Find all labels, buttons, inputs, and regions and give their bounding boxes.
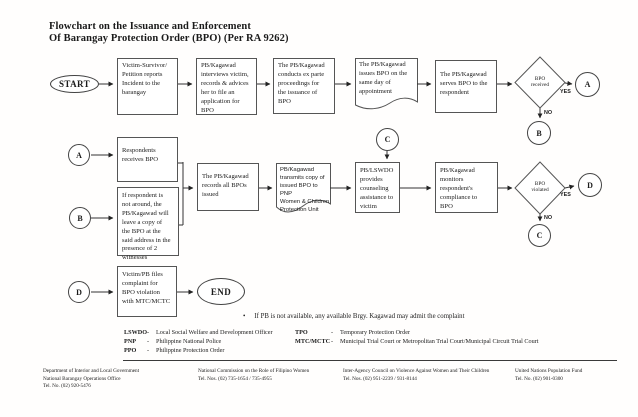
process-respondent-receives-bpo: Respondents receives BPO [117,137,178,182]
footer-divider [123,360,617,361]
legend-definition: Temporary Protection Order [340,329,411,336]
label-received-no: NO [544,110,553,116]
end-node: END [197,278,245,305]
page-title: Flowchart on the Issuance and Enforcemen… [49,21,289,44]
connector-b-out: B [527,121,551,145]
legend-definition: Local Social Welfare and Development Off… [156,329,273,336]
legend-dash: - [147,346,150,354]
legend-right-column: TPO - Temporary Protection Order MTC/MCT… [295,329,539,347]
title-line-1: Flowchart on the Issuance and Enforcemen… [49,21,251,32]
arrow-violated-yes-to-d [564,184,575,190]
legend-item-mtc-mctc: MTC/MCTC - Municipal Trial Court or Metr… [295,338,539,347]
legend-term: TPO [295,329,308,336]
note-pb-not-available: • If PB is not available, any available … [243,313,464,320]
legend-item-ppo: PPO - Philippine Protection Order [124,347,273,356]
connector-b-in: B [69,207,91,229]
legend-term: PPO [124,346,137,354]
title-line-2: Of Barangay Protection Order (BPO) (Per … [49,32,289,44]
process-counseling-assistance: PB/LSWDO provides counseling assistance … [355,162,400,213]
legend-definition: Municipal Trial Court or Metropolitan Tr… [340,337,539,345]
legend-dash: - [147,337,150,345]
legend-definition: Philippine Protection Order [156,346,225,354]
process-serves-bpo: The PB/Kagawad serves BPO to the respond… [435,60,497,113]
connector-c-in: C [376,128,399,151]
process-leave-copy-of-bpo: If respondent is not around, the PB/Kaga… [117,187,179,261]
footer-line: Tel. Nos. (02) 951-2239 / 931-8144 [343,375,417,382]
footer-line: United Nations Population Fund [515,368,583,374]
process-files-complaint: Victim/PB files complaint for BPO violat… [117,266,177,317]
document-transmit-bpo-text: PB/Kagawad transmits copy of issued BPO … [280,167,330,213]
process-monitors-compliance: PB/Kagawad monitors respondent's complia… [435,162,498,213]
footer-line: Department of Interior and Local Governm… [43,368,140,374]
legend-left-column: LSWDO- Local Social Welfare and Developm… [124,329,273,355]
legend-term: LSWDO- [124,329,150,336]
footer-iacvawc: Inter-Agency Council on Violence Against… [343,368,489,383]
note-text: If PB is not available, any available Br… [254,313,465,320]
legend-dash: - [331,337,334,345]
connector-d-out: D [578,173,602,197]
legend-item-lswdo: LSWDO- Local Social Welfare and Developm… [124,329,273,338]
legend-definition: Philippine National Police [156,337,222,345]
legend-term: PNP [124,337,137,345]
footer-line: Tel. No. (02) 901-0300 [515,375,563,382]
decision-bpo-violated-text: BPO violated [531,181,549,194]
connector-a-out: A [575,72,600,97]
label-violated-no: NO [544,215,553,221]
footer-unfpa: United Nations Population Fund Tel. No. … [515,368,582,383]
footer-line: National Barangay Operations Office [43,375,121,382]
bullet-icon: • [243,313,246,320]
footer-line: Tel. No. (02) 920-5476 [43,383,91,390]
label-violated-yes: YES [560,192,571,198]
process-ex-parte-proceedings: The PB/Kagawad conducts ex parte proceed… [273,58,335,114]
connector-d-in: D [68,281,90,303]
footer-ncrfw: National Commission on the Role of Filip… [198,368,309,383]
process-kagawad-interviews-victim: PB/Kagawad interviews victim, records & … [196,58,257,115]
process-records-all-bpos: The PB/Kagawad records all BPOs issued [197,163,259,211]
footer-line: National Commission on the Role of Filip… [198,368,310,374]
footer-line: Tel. Nos. (02) 735-1654 / 735-4955 [198,375,272,382]
decision-bpo-received-text: BPO received [530,76,550,89]
footer-dilg: Department of Interior and Local Governm… [43,368,139,391]
footer-line: Inter-Agency Council on Violence Against… [343,368,490,374]
legend-dash: - [331,329,334,336]
document-transmit-shape [276,163,331,213]
process-victim-reports-incident: Victim-Survivor/ Petition reports Incide… [117,58,178,115]
document-issues-bpo-text: The PB/Kagawad issues BPO on the same da… [359,61,408,95]
arrow-received-yes-to-a [564,80,573,86]
document-issue-shape [355,58,418,110]
label-received-yes: YES [560,89,571,95]
legend-term: MTC/MCTC [295,337,331,345]
start-node: START [50,75,99,93]
legend-item-tpo: TPO - Temporary Protection Order [295,329,539,338]
connector-c-out: C [528,224,551,247]
connector-a-in: A [68,144,90,166]
legend-item-pnp: PNP - Philippine National Police [124,338,273,347]
legend-dash [147,329,156,338]
